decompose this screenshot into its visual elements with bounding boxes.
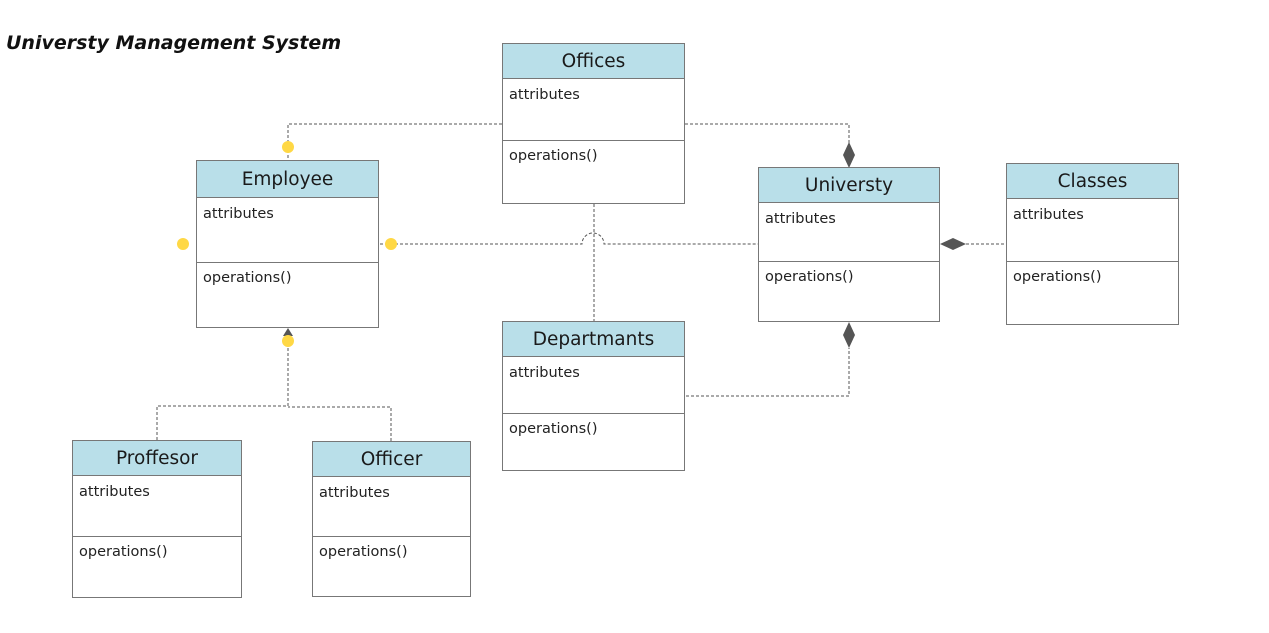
connector-offices-universty [685, 123, 850, 145]
connection-handle-bottom[interactable] [282, 335, 294, 347]
class-employee-attributes: attributes [197, 198, 378, 263]
connector-proffesor-employee [156, 336, 289, 440]
class-officer-name: Officer [313, 442, 470, 477]
class-proffesor-operations: operations() [79, 544, 168, 560]
connector-offices-employee [287, 123, 502, 160]
class-departmants-attributes: attributes [503, 357, 684, 414]
class-classes[interactable]: Classes attributes operations() [1006, 163, 1179, 325]
class-classes-name: Classes [1007, 164, 1178, 199]
class-offices[interactable]: Offices attributes operations() [502, 43, 685, 204]
class-offices-name: Offices [503, 44, 684, 79]
diagram-title: Universty Management System [6, 32, 342, 54]
class-departmants-name: Departmants [503, 322, 684, 357]
class-officer[interactable]: Officer attributes operations() [312, 441, 471, 597]
class-proffesor-name: Proffesor [73, 441, 241, 476]
class-proffesor-attributes: attributes [73, 476, 241, 537]
class-employee-operations: operations() [203, 270, 292, 286]
class-departmants-operations: operations() [509, 421, 598, 437]
class-offices-attributes: attributes [503, 79, 684, 141]
composition-diamond-departmants-universty [843, 322, 855, 348]
class-employee[interactable]: Employee attributes operations() [196, 160, 379, 328]
composition-diamond-offices-universty [843, 142, 855, 168]
connection-handle-right[interactable] [385, 238, 397, 250]
class-universty-attributes: attributes [759, 203, 939, 262]
connection-handle-top[interactable] [282, 141, 294, 153]
class-officer-attributes: attributes [313, 477, 470, 537]
composition-diamond-classes-universty [940, 238, 966, 250]
class-classes-attributes: attributes [1007, 199, 1178, 262]
connector-officer-employee [288, 406, 392, 441]
class-officer-operations: operations() [319, 544, 408, 560]
class-universty-name: Universty [759, 168, 939, 203]
connector-employee-universty [380, 232, 758, 245]
connector-departmants-universty [686, 348, 850, 397]
class-classes-operations: operations() [1013, 269, 1102, 285]
class-employee-name: Employee [197, 161, 378, 198]
class-universty[interactable]: Universty attributes operations() [758, 167, 940, 322]
class-universty-operations: operations() [765, 269, 854, 285]
class-departmants[interactable]: Departmants attributes operations() [502, 321, 685, 471]
class-proffesor[interactable]: Proffesor attributes operations() [72, 440, 242, 598]
connection-handle-left[interactable] [177, 238, 189, 250]
class-offices-operations: operations() [509, 148, 598, 164]
